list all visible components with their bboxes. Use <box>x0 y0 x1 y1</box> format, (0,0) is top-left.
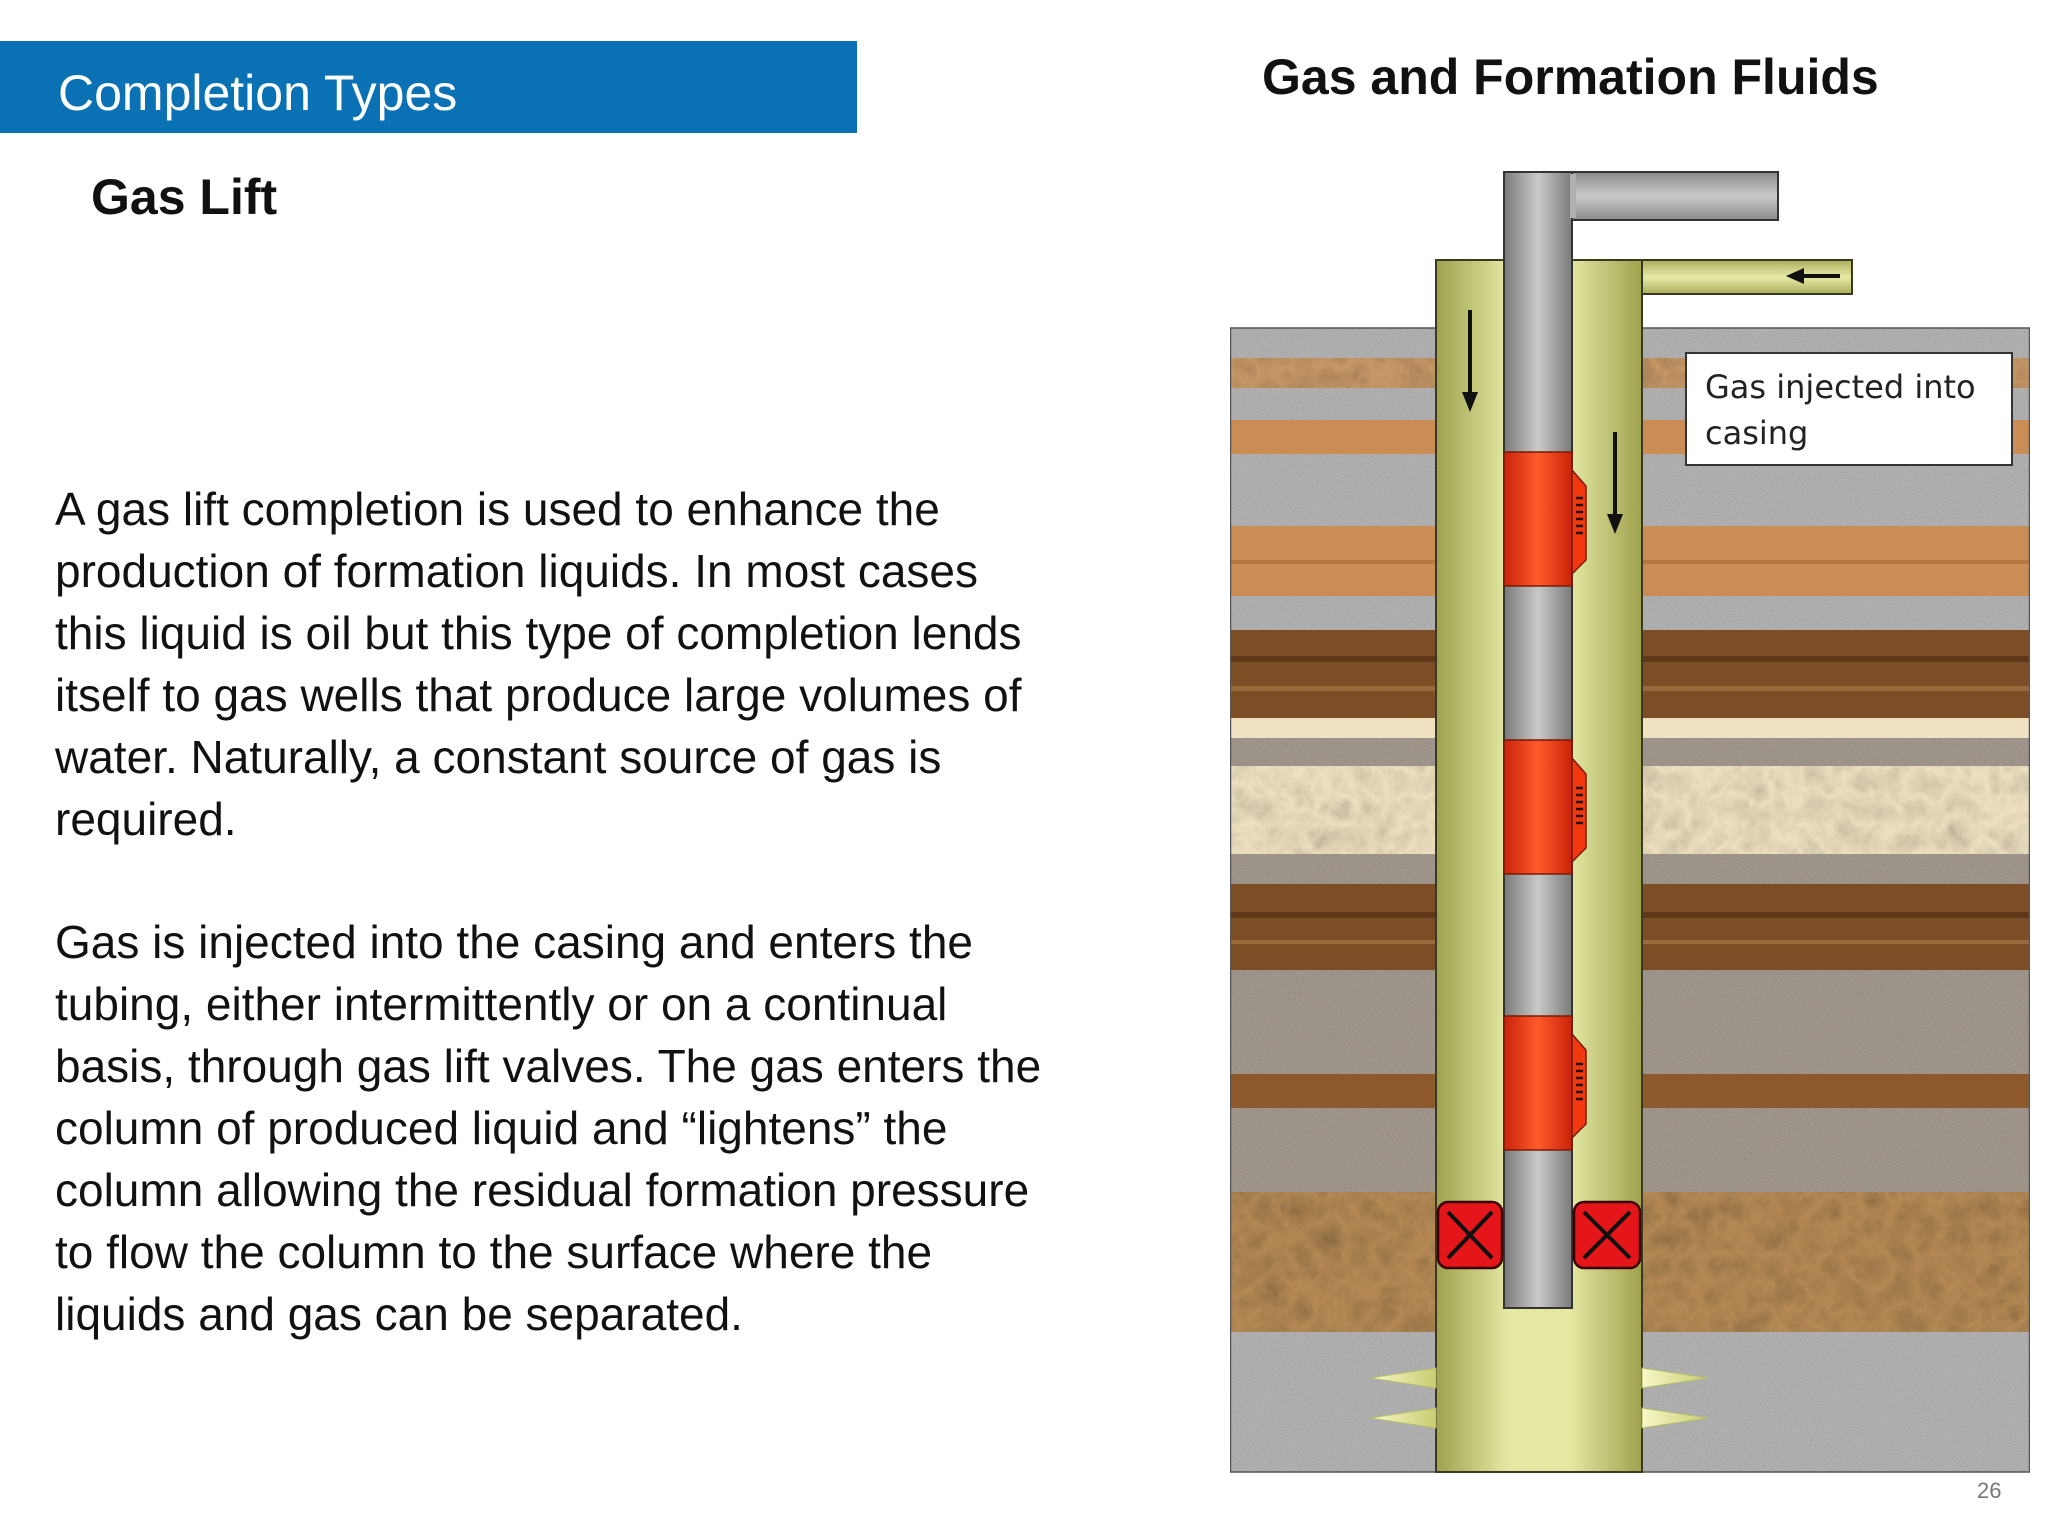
valve-ports <box>1576 786 1583 825</box>
paragraph-line: water. Naturally, a constant source of g… <box>55 731 942 783</box>
paragraph-line: column allowing the residual formation p… <box>55 1164 1030 1216</box>
slide-subtitle: Gas Lift <box>91 169 278 225</box>
gas-lift-valve <box>1503 739 1587 875</box>
valve-mandrel <box>1503 451 1573 587</box>
arrow-down-icon <box>1462 310 1478 412</box>
perforations <box>1369 1367 1709 1429</box>
perforation-tunnel <box>1641 1407 1709 1429</box>
valve-body <box>1571 468 1587 576</box>
well-diagram <box>1230 171 2030 1473</box>
paragraph-line: production of formation liquids. In most… <box>55 545 979 597</box>
perforation-tunnel <box>1369 1407 1437 1429</box>
packers <box>1436 1200 1642 1270</box>
arrow-left-icon <box>1786 268 1840 284</box>
perforation-tunnel <box>1369 1367 1437 1389</box>
paragraph-line: required. <box>55 793 237 845</box>
section-title: Completion Types <box>58 65 458 121</box>
paragraph-line: itself to gas wells that produce large v… <box>55 669 1022 721</box>
valve-ports <box>1576 496 1583 535</box>
valve-mandrel <box>1503 1015 1573 1151</box>
paragraph-process: Gas is injected into the casing and ente… <box>55 911 1185 1345</box>
valve-mandrel <box>1503 739 1573 875</box>
paragraph-line: tubing, either intermittently or on a co… <box>55 978 948 1030</box>
tubing-elbow-joint <box>1570 174 1576 218</box>
paragraph-line: A gas lift completion is used to enhance… <box>55 483 940 535</box>
diagram-title: Gas and Formation Fluids <box>1262 49 1879 105</box>
perforation-tunnel <box>1641 1367 1709 1389</box>
paragraph-line: this liquid is oil but this type of comp… <box>55 607 1022 659</box>
paragraph-line: liquids and gas can be separated. <box>55 1288 743 1340</box>
production-flowline <box>1571 171 1779 221</box>
gas-inlet-line <box>1641 259 1853 295</box>
paragraph-line: column of produced liquid and “lightens”… <box>55 1102 948 1154</box>
gas-lift-valves <box>1503 451 1587 1151</box>
paragraph-line: Gas is injected into the casing and ente… <box>55 916 974 968</box>
flow-arrows <box>1462 268 1840 534</box>
gas-lift-valve <box>1503 451 1587 587</box>
gas-lift-valve <box>1503 1015 1587 1151</box>
gas-injection-callout: Gas injected into casing <box>1685 352 2013 466</box>
arrow-down-icon <box>1607 432 1623 534</box>
valve-ports <box>1576 1062 1583 1101</box>
packer-right <box>1572 1200 1642 1270</box>
paragraph-intro: A gas lift completion is used to enhance… <box>55 478 1185 850</box>
section-banner: Completion Types <box>0 41 857 133</box>
paragraph-line: to flow the column to the surface where … <box>55 1226 933 1278</box>
packer-left <box>1436 1200 1504 1270</box>
callout-line: Gas injected into <box>1705 368 1976 406</box>
callout-line: casing <box>1705 414 1809 452</box>
paragraph-line: basis, through gas lift valves. The gas … <box>55 1040 1042 1092</box>
page-number: 26 <box>1977 1478 2002 1503</box>
